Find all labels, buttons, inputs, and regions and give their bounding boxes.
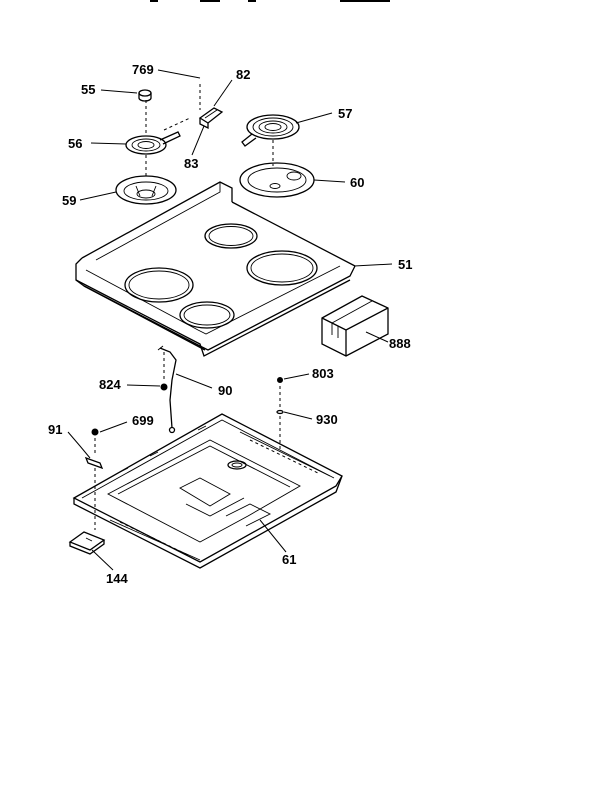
callout-55: 55 <box>81 82 95 97</box>
part-61-burner-box <box>72 413 343 569</box>
callout-888: 888 <box>389 336 411 351</box>
callout-56: 56 <box>68 136 82 151</box>
callout-83: 83 <box>184 156 198 171</box>
callout-769: 769 <box>132 62 154 77</box>
leader-lines <box>67 69 393 571</box>
part-90-wire-harness <box>157 345 177 434</box>
part-57-large-surface-element <box>241 114 300 147</box>
part-55-cap <box>138 89 152 102</box>
alignment-lines <box>94 84 281 530</box>
callout-59: 59 <box>62 193 76 208</box>
callout-57: 57 <box>338 106 352 121</box>
part-930-washer <box>276 409 284 415</box>
part-56-small-surface-element <box>125 131 181 155</box>
part-91-clip <box>84 456 104 470</box>
callout-144: 144 <box>106 571 128 586</box>
callout-91: 91 <box>48 422 62 437</box>
part-51-cooktop <box>75 181 356 357</box>
callout-930: 930 <box>316 412 338 427</box>
callout-82: 82 <box>236 67 250 82</box>
callout-90: 90 <box>218 383 232 398</box>
part-803-screw <box>277 377 283 383</box>
part-699-screw <box>91 428 99 436</box>
callout-699: 699 <box>132 413 154 428</box>
part-824-screw <box>160 383 168 391</box>
callout-60: 60 <box>350 175 364 190</box>
cropped-header-marks <box>150 0 390 2</box>
callout-824: 824 <box>99 377 121 392</box>
callout-51: 51 <box>398 257 412 272</box>
part-59-small-drip-pan <box>115 175 177 205</box>
part-888-package <box>321 295 389 357</box>
callout-803: 803 <box>312 366 334 381</box>
part-60-large-drip-pan <box>239 162 315 198</box>
part-82-receptacle <box>198 107 224 130</box>
callout-labels: 769 82 55 57 56 83 60 59 51 888 824 90 8… <box>48 62 412 586</box>
part-144-bracket <box>68 531 106 555</box>
callout-61: 61 <box>282 552 296 567</box>
